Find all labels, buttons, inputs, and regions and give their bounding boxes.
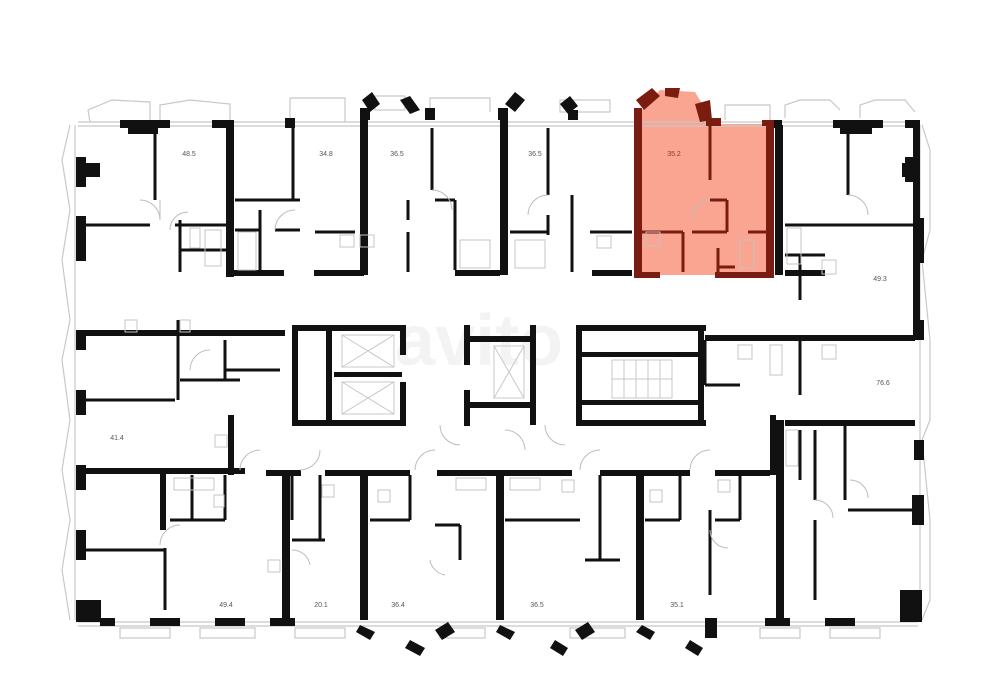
doors [139,189,869,576]
unit-area-label: 20.1 [314,602,328,609]
unit-area-label: 36.5 [530,602,544,609]
unit-35-2[interactable] [642,125,766,272]
unit-area-label: 36.5 [528,151,542,158]
unit-48-5[interactable] [80,125,230,330]
unit-labels: 48.5 34.8 36.5 36.5 35.2 49.3 76.6 41.4 … [110,151,890,609]
unit-76-6[interactable] [705,341,913,421]
highlighted-unit-area-label: 35.2 [667,151,681,158]
unit-area-label: 76.6 [876,380,890,387]
unit-area-label: 49.4 [219,602,233,609]
unit-area-label: 36.5 [390,151,404,158]
walls [76,92,924,656]
unit-area-label: 41.4 [110,435,124,442]
unit-49-3[interactable] [783,125,913,335]
highlighted-unit-35-2[interactable] [640,90,773,275]
unit-36-4[interactable] [368,476,496,620]
staircase [611,359,673,399]
unit-36-5-bottom[interactable] [504,476,636,620]
unit-20-1[interactable] [290,476,360,620]
unit-34-8[interactable] [234,125,360,270]
elevator-shafts [341,334,525,415]
fixtures [124,227,837,573]
unit-35-1[interactable] [644,476,776,620]
unit-36-5-top-a[interactable] [368,125,500,270]
unit-area-label: 34.8 [319,151,333,158]
unit-area-label: 35.1 [670,602,684,609]
unit-36-5-top-b[interactable] [508,125,634,270]
unit-area-label: 36.4 [391,602,405,609]
unit-49-4[interactable] [80,474,282,620]
unit-41-4[interactable] [80,336,228,468]
unit-area-label: 49.3 [873,276,887,283]
unit-area-label: 48.5 [182,151,196,158]
highlighted-unit-walls [634,88,774,278]
